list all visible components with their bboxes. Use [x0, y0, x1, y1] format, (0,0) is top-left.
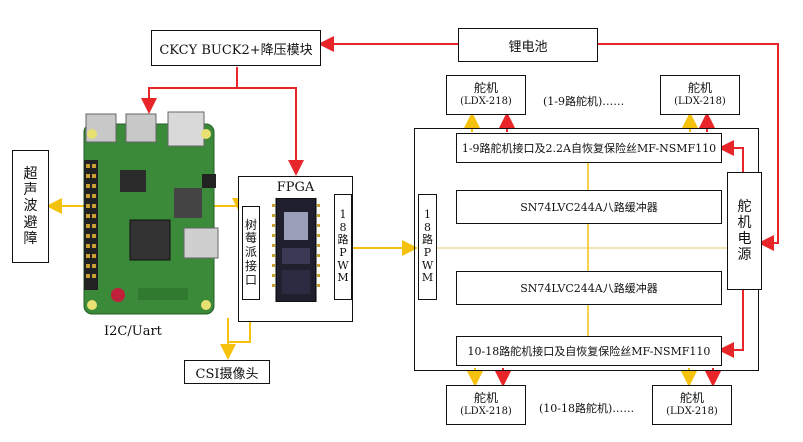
servo-top-left: 舵机 (LDX-218) [446, 75, 526, 115]
buffer-chip-2: SN74LVC244A八路缓冲器 [456, 271, 722, 305]
ultrasonic-char: 障 [23, 230, 38, 247]
lithium-battery: 锂电池 [458, 28, 598, 62]
servo-power-supply: 舵 机 电 源 [727, 172, 762, 290]
servo-name: 舵机 [473, 81, 498, 95]
servo-pwm-input: 1 8 路 P W M [418, 194, 437, 300]
raspberry-pi-board-image [83, 111, 219, 315]
fpga-chip-image [272, 198, 320, 302]
fpga-rpi-interface: 树 莓 派 接 口 [242, 206, 260, 300]
servo-control-board [414, 128, 759, 371]
fpga-pwm-char: W [337, 258, 349, 272]
ultrasonic-char: 波 [23, 198, 38, 215]
top-servo-interface: 1-9路舵机接口及2.2A自恢复保险丝MF-NSMF110 [456, 133, 722, 163]
board-pwm-char: M [421, 271, 434, 285]
fpga-rpi-char: 接 [244, 258, 257, 273]
fpga-rpi-char: 口 [244, 272, 257, 287]
board-pwm-char: 8 [424, 220, 431, 234]
servo-model: (LDX-218) [666, 406, 718, 417]
servo-bottom-left: 舵机 (LDX-218) [446, 385, 526, 425]
servo-name: 舵机 [687, 81, 712, 95]
fpga-pwm-output: 1 8 路 P W M [334, 194, 352, 300]
servo-model: (LDX-218) [674, 96, 726, 107]
servo-bottom-right: 舵机 (LDX-218) [652, 385, 732, 425]
bottom-servo-interface: 10-18路舵机接口及自恢复保险丝MF-NSMF110 [456, 336, 722, 366]
ultrasonic-char: 避 [23, 214, 38, 231]
board-pwm-char: P [423, 246, 432, 259]
power-lines [141, 36, 779, 387]
fpga-rpi-char: 莓 [244, 231, 257, 246]
bottom-servo-range: (10-18路舵机)…… [539, 402, 635, 415]
ultrasonic-char: 声 [23, 182, 38, 199]
fpga-pwm-char: 1 [339, 208, 347, 222]
fpga-rpi-char: 派 [244, 245, 257, 260]
ultrasonic-sensor: 超 声 波 避 障 [12, 150, 49, 263]
fpga-title: FPGA [276, 180, 315, 195]
fpga-pwm-char: M [337, 271, 349, 285]
i2c-uart-label: I2C/Uart [104, 324, 162, 339]
servo-power-char: 电 [737, 231, 752, 247]
board-pwm-char: W [421, 258, 434, 272]
servo-power-char: 源 [737, 247, 752, 264]
fpga-pwm-char: P [339, 246, 347, 259]
servo-name: 舵机 [679, 391, 704, 405]
fpga-rpi-char: 树 [244, 217, 257, 232]
buffer-chip-1: SN74LVC244A八路缓冲器 [456, 190, 722, 224]
servo-name: 舵机 [473, 391, 498, 405]
buck-converter-module: CKCY BUCK2+降压模块 [151, 30, 321, 66]
servo-power-char: 舵 [737, 198, 752, 215]
top-servo-range: (1-9路舵机)…… [543, 95, 625, 108]
csi-camera: CSI摄像头 [184, 360, 270, 384]
ultrasonic-char: 超 [23, 166, 38, 183]
servo-model: (LDX-218) [460, 406, 512, 417]
fpga-pwm-char: 路 [337, 233, 349, 247]
fpga-pwm-char: 8 [339, 220, 347, 234]
servo-top-right: 舵机 (LDX-218) [660, 75, 740, 115]
board-pwm-char: 1 [424, 208, 431, 222]
servo-model: (LDX-218) [460, 96, 512, 107]
board-pwm-char: 路 [422, 233, 433, 247]
servo-power-char: 机 [737, 214, 752, 231]
